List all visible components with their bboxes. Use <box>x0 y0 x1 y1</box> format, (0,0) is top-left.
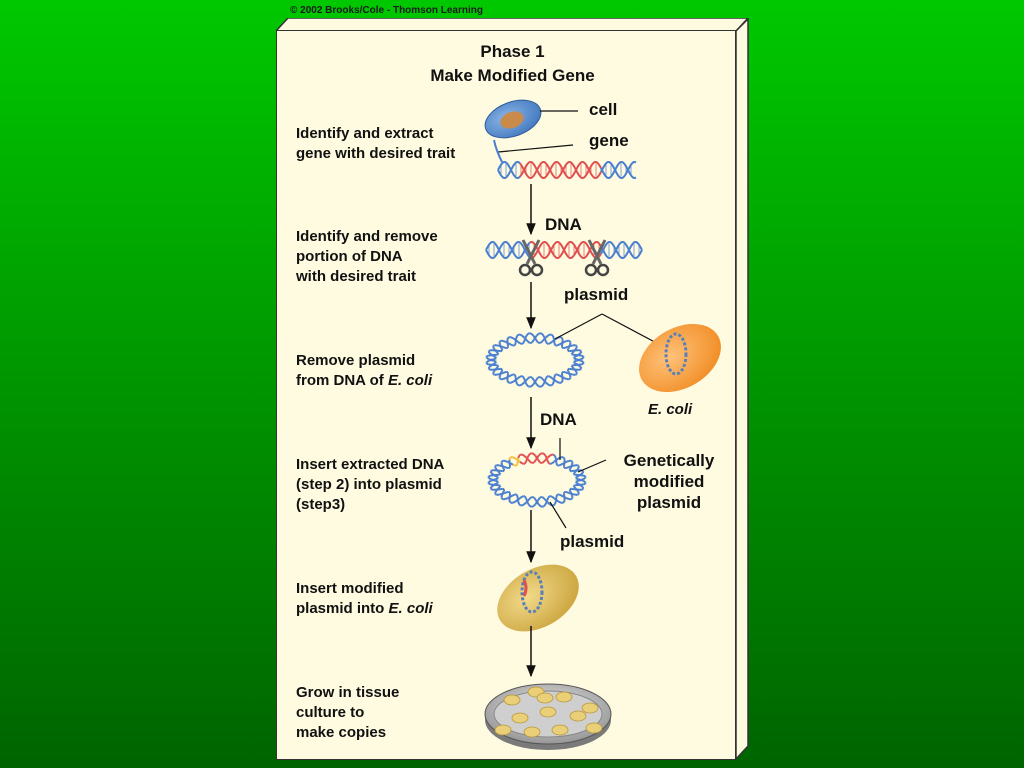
step-1-text: Identify and extract gene with desired t… <box>296 124 455 164</box>
gene-pointer-line <box>497 144 574 153</box>
label-genetically-modified-plasmid: Genetically modified plasmid <box>610 450 728 513</box>
step-6-text: Grow in tissue culture to make copies <box>296 683 399 743</box>
step-5-line1: Insert modified <box>296 580 404 597</box>
scissors-icon <box>584 239 610 277</box>
petri-dish <box>484 683 612 750</box>
step-1-line2: gene with desired trait <box>296 145 456 162</box>
cell-illustration <box>484 99 542 139</box>
step-4-line1: Insert extracted DNA <box>296 456 445 473</box>
step-2-text: Identify and remove portion of DNA with … <box>296 227 438 287</box>
plasmid-pointer-line-a <box>554 313 603 340</box>
gm-line1: Genetically <box>623 451 715 470</box>
dna-helix-gene <box>497 161 637 179</box>
gm-line2: modified <box>633 472 705 491</box>
label-ecoli: E. coli <box>648 401 693 418</box>
step-4-line3: (step3) <box>296 496 346 513</box>
step-3-line1: Remove plasmid <box>296 352 416 369</box>
dna-helix-cut <box>485 241 643 259</box>
step-4-line2: (step 2) into plasmid <box>296 476 442 493</box>
label-plasmid-1: plasmid <box>564 285 629 304</box>
step-5-text: Insert modified plasmid into E. coli <box>296 579 433 619</box>
plasmid2-pointer-line <box>549 501 567 529</box>
label-dna-1: DNA <box>545 215 582 234</box>
label-plasmid-2: plasmid <box>560 532 625 551</box>
step-1-line1: Identify and extract <box>296 125 434 142</box>
label-cell: cell <box>589 100 618 119</box>
step-4-text: Insert extracted DNA (step 2) into plasm… <box>296 455 444 515</box>
step-5-line2-prefix: plasmid into <box>296 600 389 617</box>
step-6-line1: Grow in tissue <box>296 684 400 701</box>
scissors-icon <box>518 239 544 277</box>
step-2-line3: with desired trait <box>296 268 417 285</box>
step-2-line2: portion of DNA <box>296 248 403 265</box>
modified-plasmid-ring <box>487 452 587 508</box>
diagram-title-line2: Make Modified Gene <box>430 66 595 85</box>
gm-pointer-line <box>577 459 607 473</box>
step-3-line2-italic: E. coli <box>387 372 433 389</box>
dna-strand-tail <box>493 139 503 163</box>
gm-line3: plasmid <box>636 493 702 512</box>
step-3-line2: from DNA of E. coli <box>296 371 432 391</box>
ecoli-bacterium <box>639 323 721 393</box>
step-3-line2-prefix: from DNA of <box>296 372 388 389</box>
step-5-line2-italic: E. coli <box>388 600 433 617</box>
step-3-text: Remove plasmid from DNA of E. coli <box>296 351 432 391</box>
step-6-line2: culture to <box>296 704 365 721</box>
diagram-title-line1: Phase 1 <box>480 42 545 61</box>
copyright-notice: © 2002 Brooks/Cole - Thomson Learning <box>290 5 483 16</box>
step-2-line1: Identify and remove <box>296 228 438 245</box>
step-5-line2: plasmid into E. coli <box>296 599 433 619</box>
modified-ecoli-bacterium <box>497 564 579 632</box>
plasmid-ring <box>485 332 585 388</box>
step-6-line3: make copies <box>296 724 387 741</box>
card-side-edge <box>735 18 749 761</box>
label-dna-2: DNA <box>540 410 577 429</box>
label-gene: gene <box>589 131 629 150</box>
